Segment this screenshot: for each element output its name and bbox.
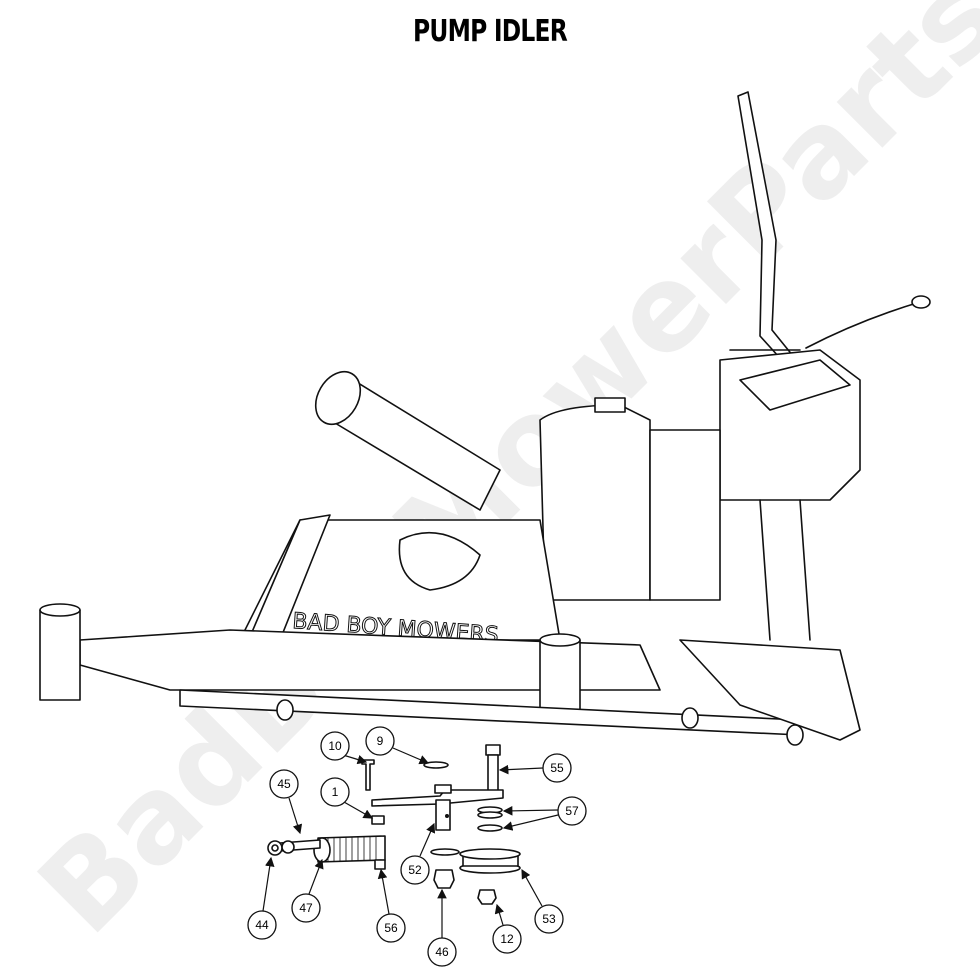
svg-text:12: 12 xyxy=(500,932,514,946)
svg-text:44: 44 xyxy=(255,918,269,932)
svg-text:52: 52 xyxy=(408,863,422,877)
svg-text:55: 55 xyxy=(550,761,564,775)
svg-text:53: 53 xyxy=(542,912,556,926)
callout-53: 53 xyxy=(534,904,564,934)
svg-text:45: 45 xyxy=(277,777,291,791)
callout-12: 12 xyxy=(492,924,522,954)
callout-47: 47 xyxy=(291,893,321,923)
mower-frame-assembly: BAD BOY MOWERS xyxy=(39,91,931,746)
svg-text:47: 47 xyxy=(299,901,313,915)
callout-52: 52 xyxy=(400,855,430,885)
callout-45: 45 xyxy=(269,769,299,799)
callout-46: 46 xyxy=(427,937,457,967)
page-title: PUMP IDLER xyxy=(412,14,568,49)
callout-leaders xyxy=(262,747,559,938)
svg-text:9: 9 xyxy=(377,734,384,748)
pump-idler-parts xyxy=(267,744,521,905)
callout-56: 56 xyxy=(376,913,406,943)
callout-9: 9 xyxy=(365,726,395,756)
callout-44: 44 xyxy=(247,910,277,940)
callout-1: 1 xyxy=(320,777,350,807)
callout-55: 55 xyxy=(542,753,572,783)
callout-57: 57 xyxy=(557,796,587,826)
svg-text:10: 10 xyxy=(328,739,342,753)
svg-text:1: 1 xyxy=(332,785,339,799)
callout-10: 10 xyxy=(320,731,350,761)
svg-text:57: 57 xyxy=(565,804,579,818)
svg-text:56: 56 xyxy=(384,921,398,935)
svg-text:46: 46 xyxy=(435,945,449,959)
